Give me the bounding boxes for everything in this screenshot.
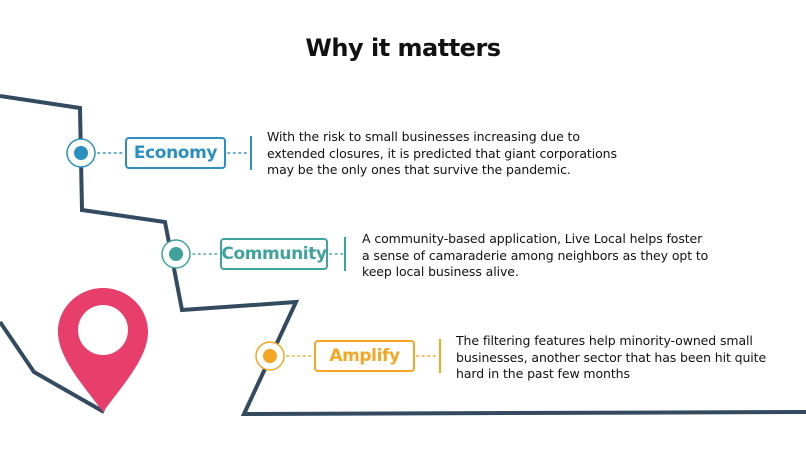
economy-label: Economy bbox=[125, 137, 226, 169]
map-pin-icon bbox=[58, 288, 148, 412]
economy-description: With the risk to small businesses increa… bbox=[267, 129, 617, 177]
economy-marker bbox=[66, 138, 96, 168]
amplify-label: Amplify bbox=[314, 340, 415, 372]
community-marker bbox=[161, 239, 191, 269]
amplify-description: The filtering features help minority-own… bbox=[456, 333, 767, 381]
amplify-marker bbox=[255, 341, 285, 371]
page-title: Why it matters bbox=[305, 34, 501, 62]
route-line-left bbox=[0, 320, 105, 414]
community-description: A community-based application, Live Loca… bbox=[362, 231, 709, 279]
community-label: Community bbox=[220, 238, 328, 270]
